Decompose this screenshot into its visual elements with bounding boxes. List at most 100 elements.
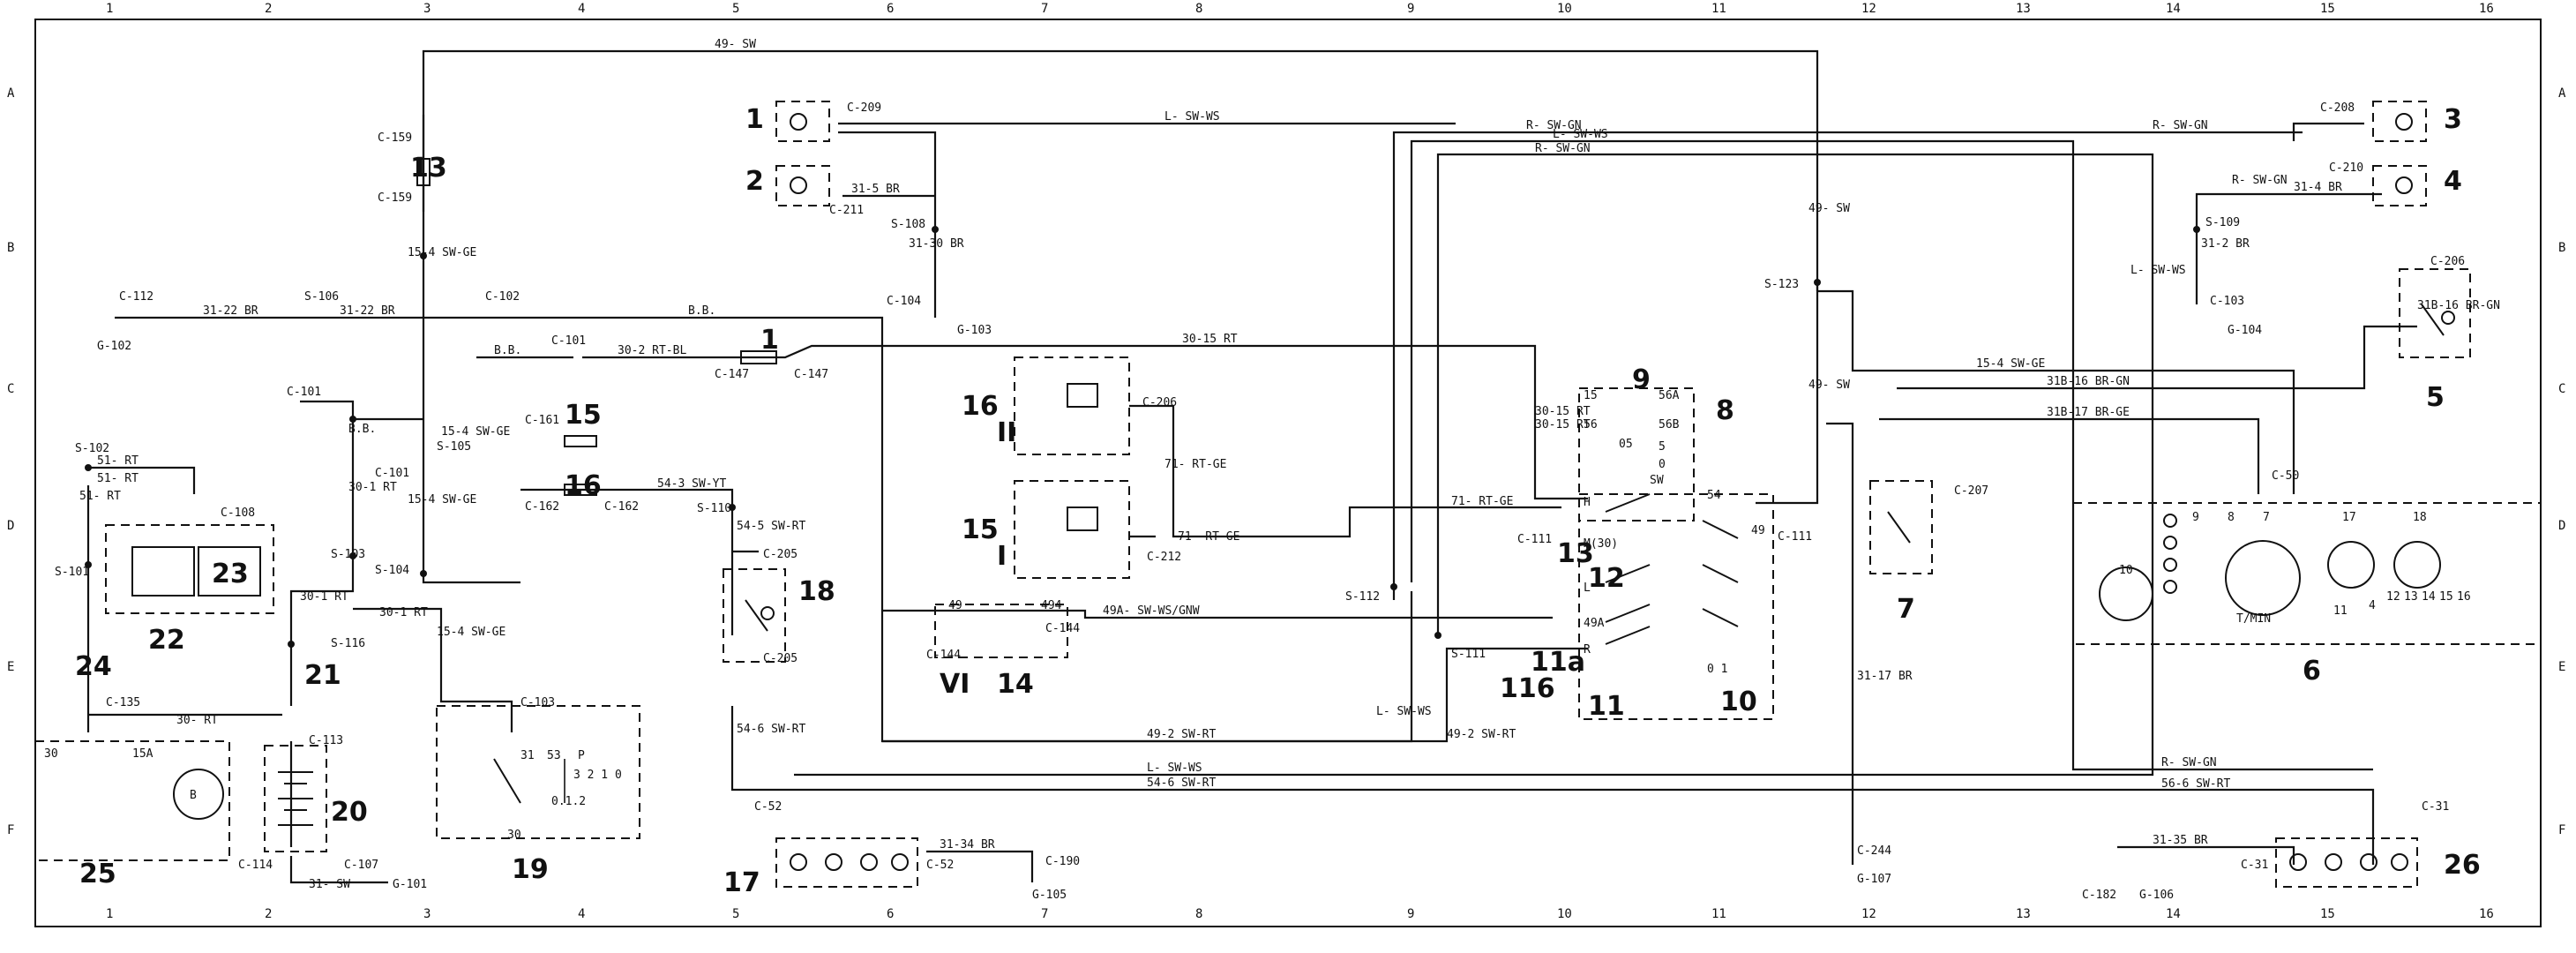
ground-g102: G-102	[97, 340, 131, 353]
comp-23: 23	[212, 559, 249, 589]
comp-1: 1	[745, 104, 764, 135]
wiper-switch-contact	[493, 758, 521, 804]
lamp2-housing	[775, 165, 830, 206]
lbl-15-4-sw-ge-5: 15-4 SW-GE	[437, 626, 505, 639]
grid-col-4-b: 4	[578, 907, 585, 921]
term-49a: 49A	[1584, 617, 1605, 630]
fuse1	[740, 350, 777, 364]
wire-30-15-rt	[582, 344, 1588, 500]
comp-13b: 13	[410, 153, 447, 184]
comp-8: 8	[1716, 395, 1734, 426]
component-boxes	[34, 101, 2542, 888]
grid-col-10-b: 10	[1557, 907, 1572, 921]
comp-11: 11	[1588, 691, 1625, 722]
comp-roman2: II	[997, 417, 1016, 448]
lbl-71-rt-ge-3: 71- RT-GE	[1164, 458, 1226, 471]
lbl-30-2-rt-bl: 30-2 RT-BL	[618, 344, 686, 357]
lbl-54-5-sw-rt: 54-5 SW-RT	[737, 520, 805, 533]
conn-c101-b: C-101	[287, 386, 321, 399]
lamp2-bulb	[790, 176, 807, 194]
grid-col-16-b: 16	[2479, 907, 2494, 921]
comp-18: 18	[798, 576, 835, 607]
lamp26-a	[2289, 853, 2307, 871]
lamp3-bulb	[2395, 113, 2413, 131]
cluster-lamp-4	[2163, 580, 2177, 594]
splice-dot-3	[2193, 226, 2200, 233]
term-g9: 9	[2192, 511, 2199, 524]
lbl-r-sw-gn-5: R- SW-GN	[2161, 756, 2217, 769]
lbl-494a: 49A- SW-WS/GNW	[1103, 604, 1200, 618]
switch-block-8-9	[1578, 387, 1695, 522]
wires	[86, 49, 2417, 884]
lamp17-a	[790, 853, 807, 871]
conn-c111-a: C-111	[1517, 533, 1552, 546]
terminal-labels: 15 56A 56 56B 05 5 0 SW 54 49 49A H L R …	[44, 389, 2471, 842]
splice-s108: S-108	[891, 218, 925, 231]
switch18-knob	[760, 606, 775, 620]
clock10	[2099, 567, 2153, 621]
conn-c206-a: C-206	[1142, 396, 1177, 409]
grid-row-f: F	[7, 823, 14, 837]
conn-c52-a: C-52	[754, 800, 782, 814]
comp-roman6: VI	[940, 669, 970, 700]
gauge18	[2393, 541, 2441, 589]
term-49b: 49	[948, 599, 962, 612]
switch5-contact	[2421, 304, 2445, 336]
splice-s102: S-102	[75, 442, 109, 455]
conn-c208: C-208	[2320, 101, 2355, 115]
wire-71-rt-ge	[1156, 404, 1561, 538]
connector-labels: C-209 C-211 C-208 C-210 C-159 C-159 C-11…	[106, 101, 2465, 902]
conn-c147-b: C-147	[794, 368, 828, 381]
conn-c162-b: C-162	[604, 500, 639, 514]
term-56: 56	[1584, 418, 1598, 431]
term-g14: 14	[2422, 590, 2436, 604]
grid-col-11-b: 11	[1711, 907, 1726, 921]
grid-col-15-b: 15	[2320, 907, 2335, 921]
conn-c212: C-212	[1147, 551, 1181, 564]
wire-lamp3	[2292, 122, 2364, 141]
switch-contact-a	[1605, 493, 1651, 513]
lamp26-c	[2360, 853, 2378, 871]
conn-c244: C-244	[1857, 844, 1891, 858]
grid-col-1: 1	[106, 2, 113, 16]
component-labels: 1 2 3 4 5 6 7 8 9 10 11 11a 116 12 13 13…	[75, 104, 2481, 898]
grid-col-1-b: 1	[106, 907, 113, 921]
lamp17-c	[860, 853, 878, 871]
term-p: P	[578, 749, 585, 762]
comp-16: 16	[962, 391, 999, 422]
term-g11: 11	[2333, 604, 2348, 618]
term-54: 54	[1707, 489, 1721, 502]
conn-c182: C-182	[2082, 889, 2116, 902]
term-3210: 3 2 1 0	[573, 769, 622, 782]
ground-labels: G-102 G-103 G-104 G-101 G-105 G-107 G-10…	[97, 324, 2262, 902]
grid-row-b: B	[7, 241, 14, 255]
term-56b: 56B	[1659, 418, 1680, 431]
splice-dot-10	[85, 464, 92, 471]
grid-col-16: 16	[2479, 2, 2494, 16]
wire-54-3-sw-yt	[520, 488, 734, 635]
grid-row-b-r: B	[2558, 241, 2565, 255]
switch-contact-f	[1702, 564, 1739, 583]
conn-c101-a: C-101	[551, 334, 586, 348]
term-g17: 17	[2342, 511, 2356, 524]
wire-31-34-br	[926, 850, 1034, 882]
conn-c205-a: C-205	[763, 548, 798, 561]
grid-row-c: C	[7, 382, 14, 396]
grid-top: 1 2 3 4 5 6 7 8 9 10 11 12 13 14 15 16	[106, 2, 2494, 16]
conn-c102: C-102	[485, 290, 520, 304]
grid-row-d: D	[7, 519, 14, 533]
wire-15-4-right	[1817, 289, 2295, 494]
switch-contact-e	[1702, 520, 1739, 539]
conn-c190: C-190	[1045, 855, 1080, 868]
term-0: 0	[1659, 458, 1666, 471]
lbl-r-sw-gn: R- SW-GN	[1526, 119, 1582, 132]
lbl-15-4-sw-ge-4: 15-4 SW-GE	[1976, 357, 2045, 371]
term-g10: 10	[2119, 564, 2133, 577]
lbl-bb-2: B.B.	[494, 344, 521, 357]
conn-c211: C-211	[829, 204, 864, 217]
grid-col-11: 11	[1711, 2, 1726, 16]
grid-row-e: E	[7, 660, 14, 674]
splice-dot-1	[420, 252, 427, 259]
lbl-31-2-br: 31-2 BR	[2201, 237, 2250, 251]
lbl-bb-3: B.B.	[348, 423, 376, 436]
